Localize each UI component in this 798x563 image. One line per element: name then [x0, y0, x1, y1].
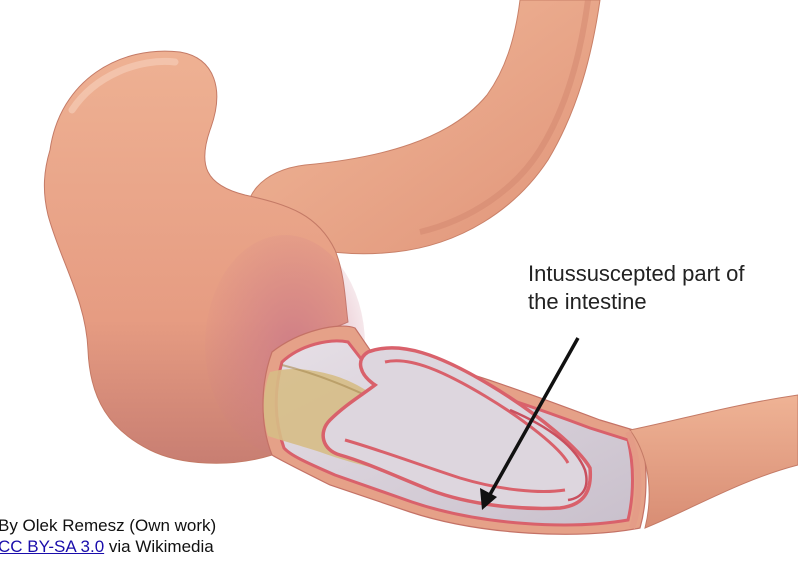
attribution-license: CC BY-SA 3.0 via Wikimedia: [0, 536, 214, 563]
attribution-author: By Olek Remesz (Own work): [0, 515, 216, 536]
attribution-source: via Wikimedia: [104, 537, 214, 556]
annotation-label-line1: Intussuscepted part of: [528, 260, 744, 288]
license-link[interactable]: CC BY-SA 3.0: [0, 537, 104, 556]
annotation-label-line2: the intestine: [528, 288, 647, 316]
distal-intestine: [628, 395, 798, 528]
